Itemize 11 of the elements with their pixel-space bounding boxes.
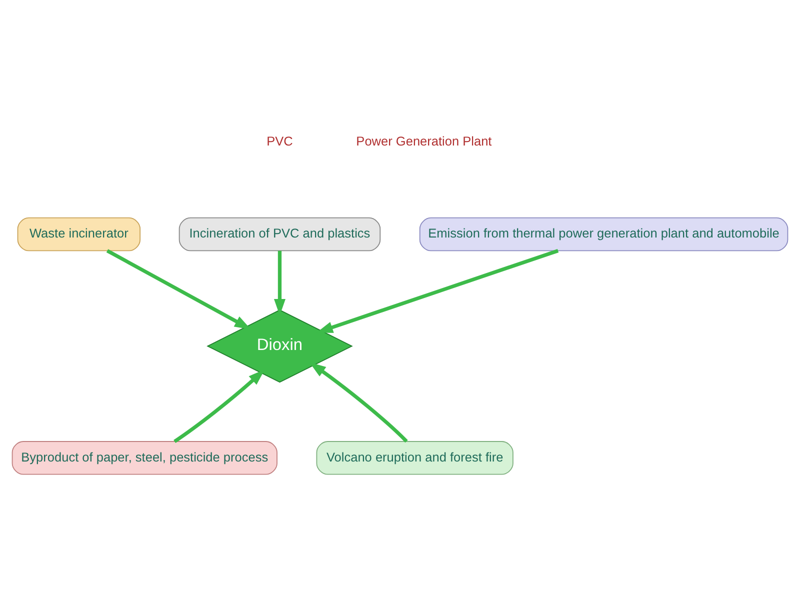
node-box: Byproduct of paper, steel, pesticide process — [12, 441, 278, 475]
label: PVC — [266, 133, 293, 148]
node-box: Volcano eruption and forest fire — [316, 441, 514, 475]
arrow — [174, 369, 265, 443]
arrow — [106, 249, 252, 330]
arrow — [309, 362, 408, 443]
node-box: Incineration of PVC and plastics — [178, 217, 381, 252]
node-diamond: Dioxin — [206, 310, 353, 383]
node-box: Waste incinerator — [17, 217, 141, 252]
label: Power Generation Plant — [356, 133, 492, 148]
node-box: Emission from thermal power generation plant and automobile — [419, 217, 788, 252]
